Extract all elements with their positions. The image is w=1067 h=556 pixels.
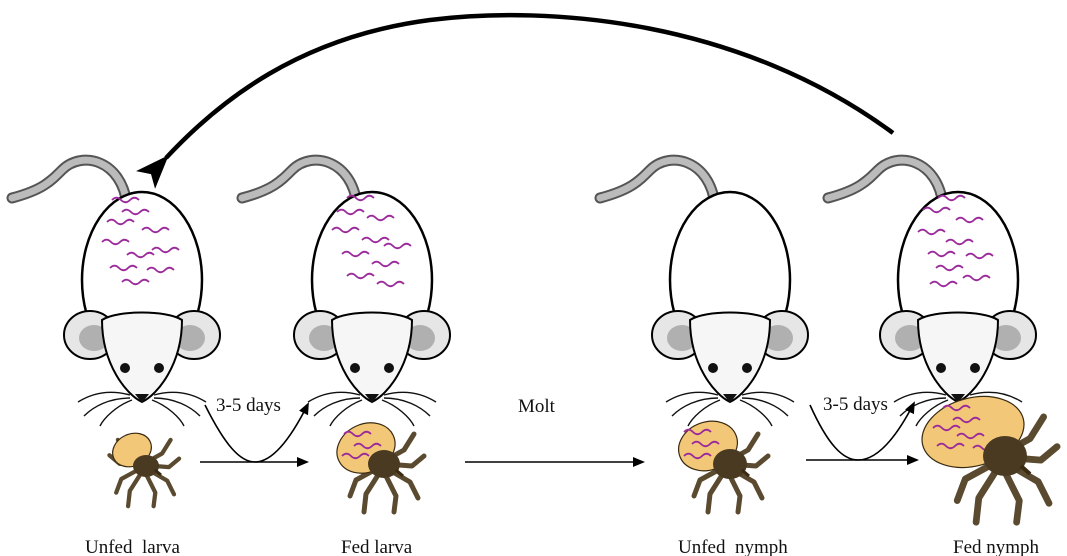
tick-unfed-nymph	[672, 413, 768, 512]
tick-unfed-larva	[107, 427, 179, 506]
mouse-infected-2	[242, 160, 450, 426]
tick-fed-larva	[329, 414, 424, 512]
return-arrow	[166, 15, 893, 158]
stage-label-unfed-nymph: Unfed nymph	[678, 537, 788, 556]
stage-label-fed-larva: Fed larva	[341, 537, 413, 556]
stage-label-fed-nymph: Fed nymph	[953, 537, 1040, 556]
transition-label-molt: Molt	[518, 396, 556, 417]
mouse-uninfected	[600, 160, 808, 426]
transition-label-nymph-feeding: 3-5 days	[823, 394, 888, 415]
stage-label-unfed-larva: Unfed larva	[85, 537, 181, 556]
mouse-infected-3	[828, 160, 1036, 426]
transition-label-larva-feeding: 3-5 days	[216, 395, 281, 416]
mouse-infected-1	[12, 160, 220, 426]
